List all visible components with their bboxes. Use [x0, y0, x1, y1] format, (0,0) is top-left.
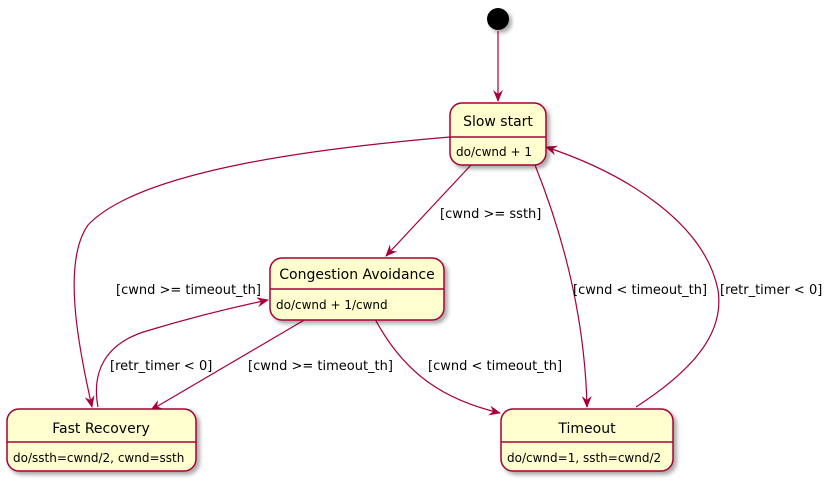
- state-timeout: [500, 408, 674, 472]
- label-ca-to-timeout: [cwnd < timeout_th]: [428, 359, 562, 374]
- label-slow-to-timeout: [cwnd < timeout_th]: [573, 283, 707, 298]
- state-congestion-avoidance: [269, 257, 445, 321]
- label-timeout-to-slow: [retr_timer < 0]: [720, 283, 822, 298]
- label-fr-to-ca: [retr_timer < 0]: [110, 359, 212, 374]
- state-congestion-avoidance-action: do/cwnd + 1/cwnd: [276, 298, 388, 312]
- edge-slow-start-to-fast-recovery: [73, 136, 451, 408]
- state-slow-start-name: Slow start: [463, 114, 533, 130]
- edge-congestion-avoidance-to-timeout: [374, 318, 501, 416]
- initial-state-dot: [487, 8, 509, 30]
- edge-fast-recovery-to-congestion-avoidance: [95, 297, 269, 408]
- state-congestion-avoidance-name: Congestion Avoidance: [279, 267, 434, 283]
- edge-slow-start-to-congestion-avoidance: [385, 164, 472, 257]
- state-slow-start-action: do/cwnd + 1: [456, 145, 532, 159]
- edge-congestion-avoidance-to-fast-recovery: [150, 318, 307, 411]
- label-slow-to-fr: [cwnd >= timeout_th]: [116, 283, 261, 298]
- state-timeout-action: do/cwnd=1, ssth=cwnd/2: [507, 451, 661, 465]
- label-ca-to-fr: [cwnd >= timeout_th]: [248, 359, 393, 374]
- state-timeout-name: Timeout: [557, 421, 616, 437]
- state-fast-recovery-name: Fast Recovery: [52, 421, 150, 437]
- state-slow-start: [449, 102, 547, 166]
- edge-slow-start-to-timeout: [534, 164, 592, 408]
- state-fast-recovery-action: do/ssth=cwnd/2, cwnd=ssth: [13, 451, 184, 465]
- label-slow-to-ca: [cwnd >= ssth]: [440, 207, 541, 222]
- edge-timeout-to-slow-start: [545, 145, 720, 408]
- state-fast-recovery: [6, 408, 197, 472]
